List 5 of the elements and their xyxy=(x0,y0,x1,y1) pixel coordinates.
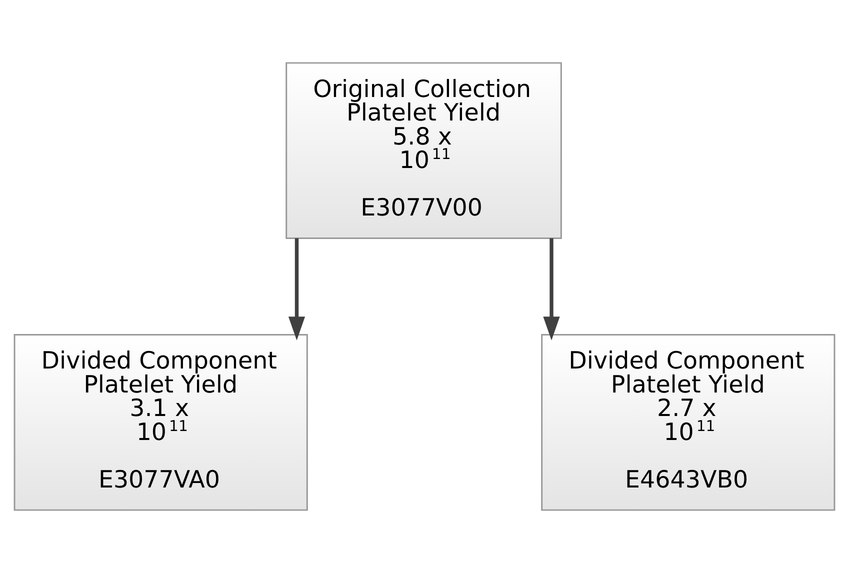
node-box: Divided Component Platelet Yield 2.7 x 10$^{11}$ E4643VB0 xyxy=(541,334,836,510)
arrow xyxy=(543,238,560,340)
node-box: Original Collection Platelet Yield 5.8 x 10$^{11}$ E3077V00 xyxy=(286,62,562,238)
arrow xyxy=(288,238,306,340)
node-box: Divided Component Platelet Yield 3.1 x 10$^{11}$ E3077VA0 xyxy=(14,334,308,510)
